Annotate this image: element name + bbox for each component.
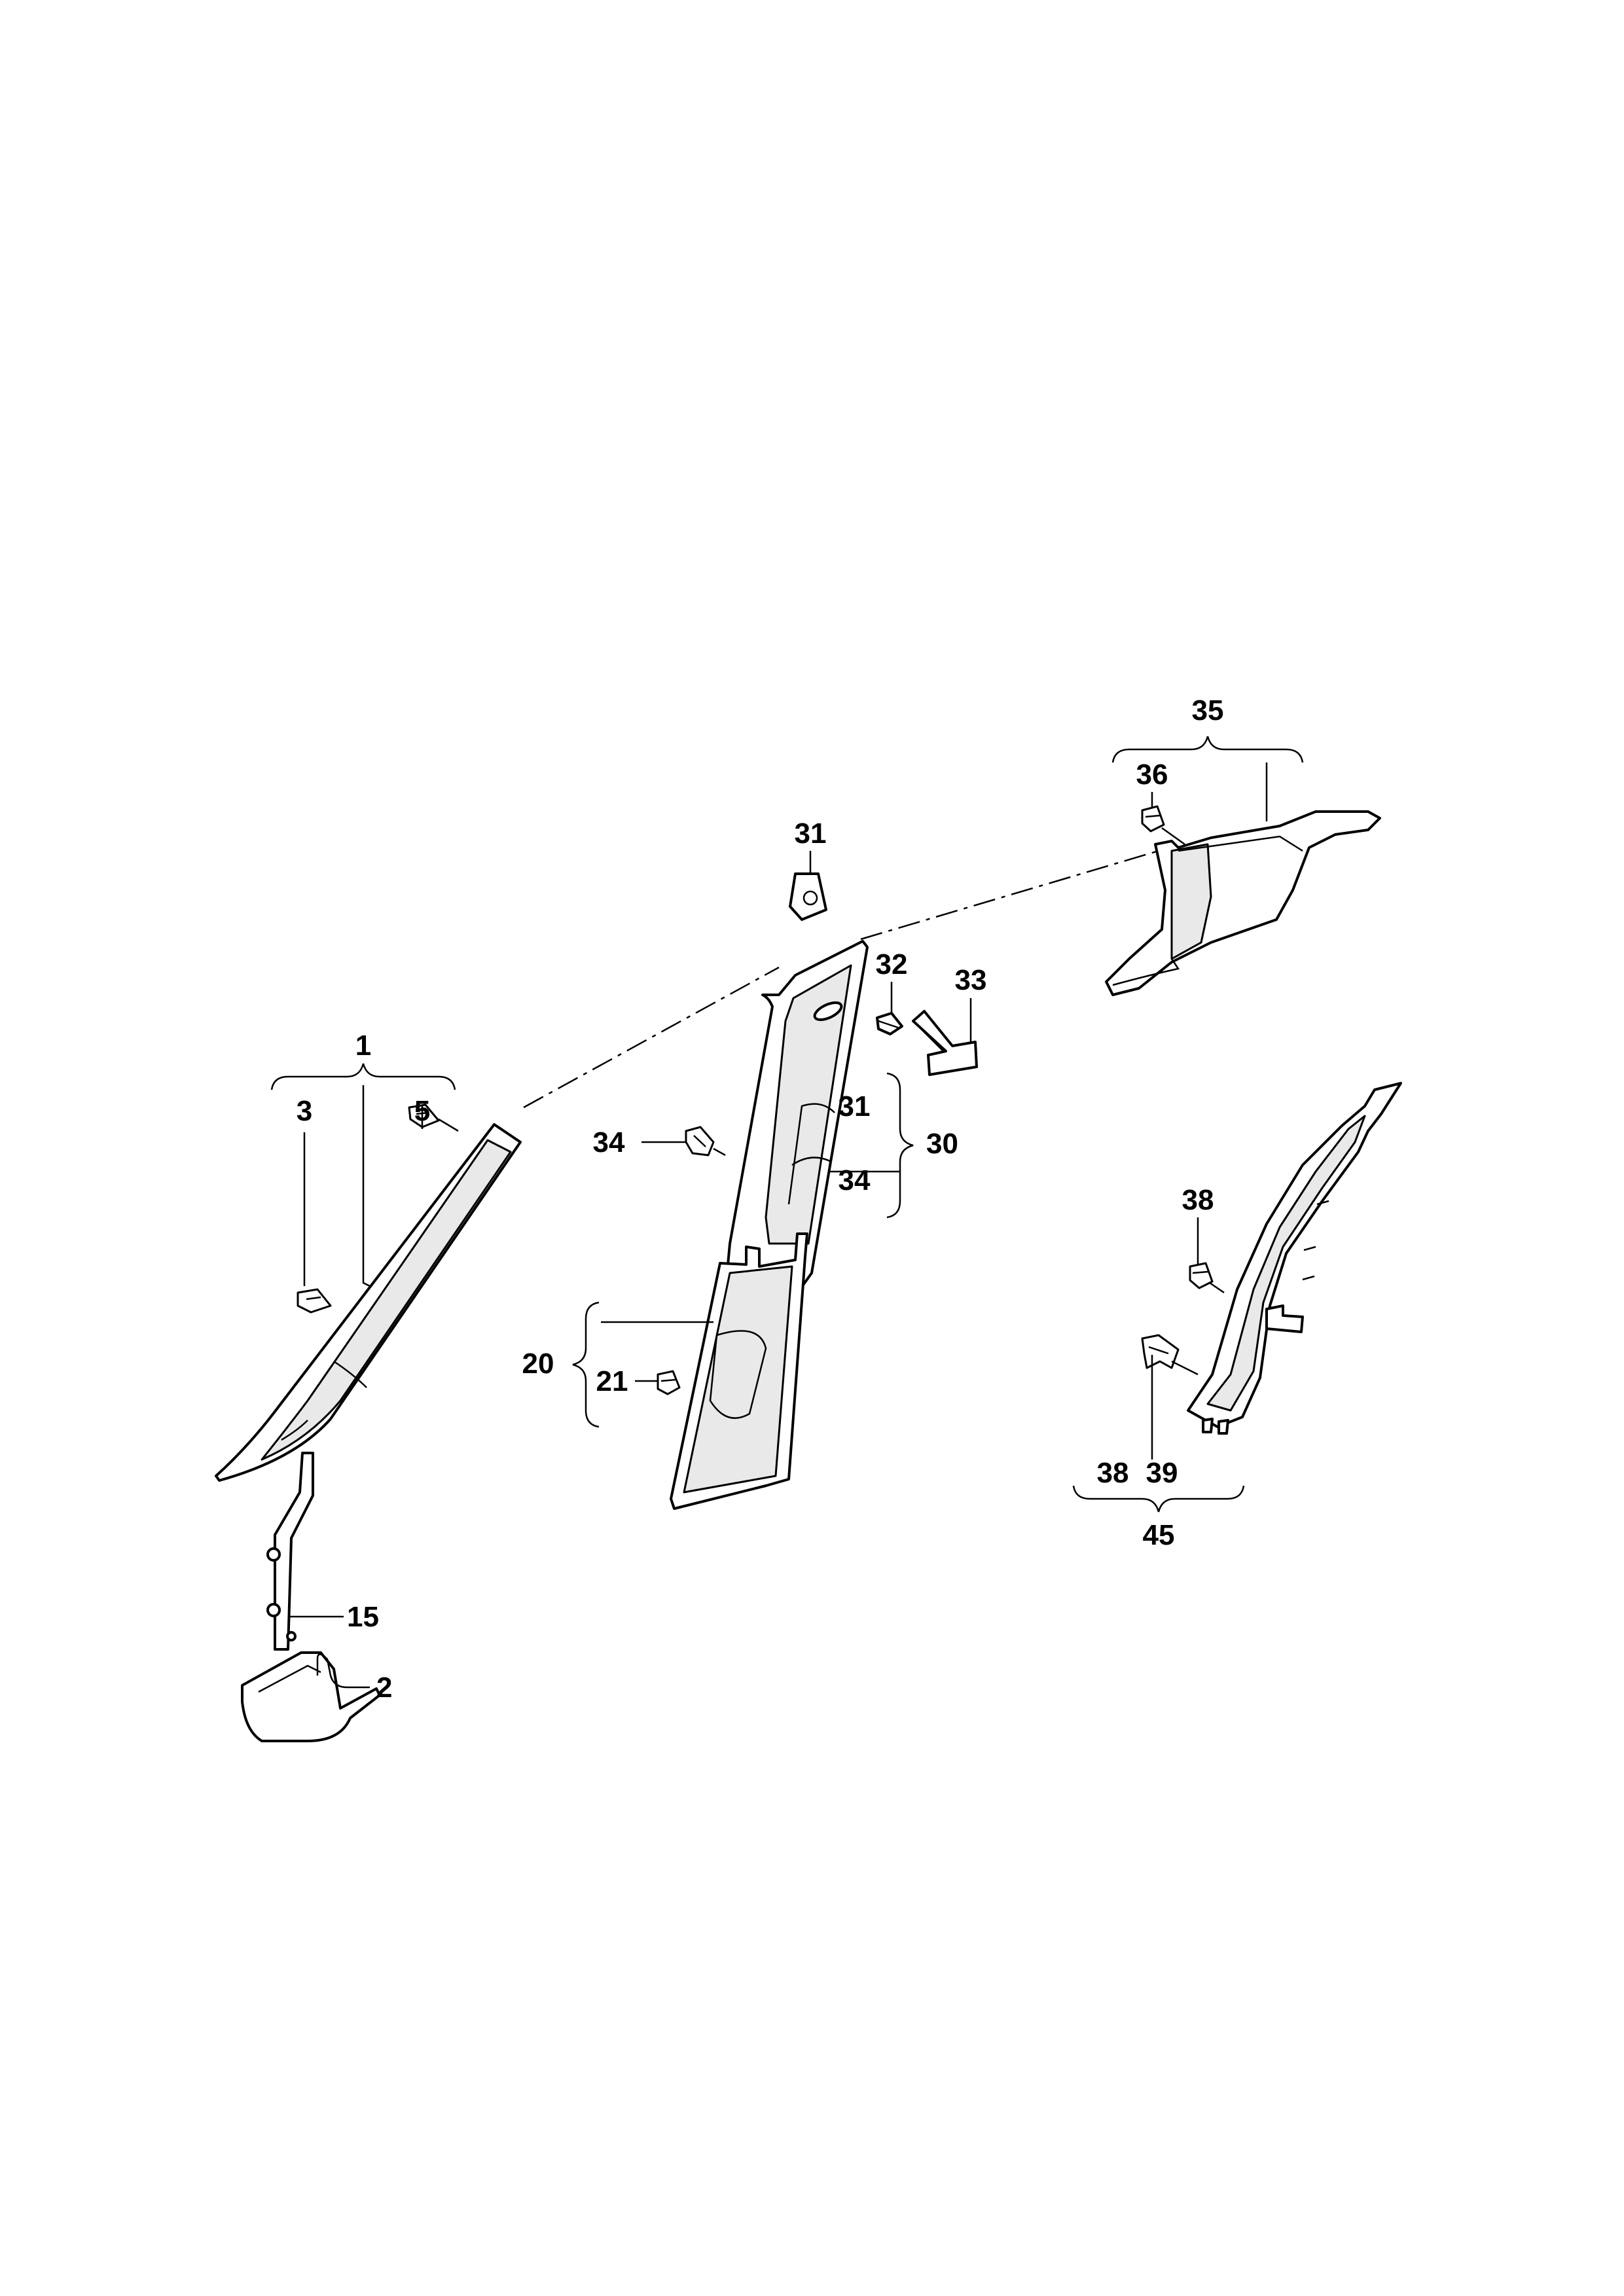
- callout-21: 21: [596, 1365, 628, 1397]
- alignment-line: [523, 850, 1159, 1109]
- callout-1: 1: [355, 1030, 371, 1062]
- clip-34: [685, 1126, 715, 1157]
- callout-38-bottom: 38: [1097, 1457, 1129, 1489]
- callout-34-left: 34: [593, 1126, 625, 1158]
- clip-33: [912, 1010, 978, 1076]
- callout-36: 36: [1136, 759, 1168, 791]
- callout-31-top: 31: [795, 817, 827, 850]
- lower-trim-2: [241, 1651, 381, 1742]
- callout-20: 20: [522, 1348, 554, 1380]
- callout-30: 30: [926, 1128, 958, 1160]
- callout-35: 35: [1192, 694, 1224, 726]
- clip-39: [1141, 1334, 1180, 1369]
- callout-3: 3: [297, 1095, 312, 1127]
- b-pillar-lower-trim-20: [670, 1232, 808, 1510]
- clip-36: [1141, 805, 1165, 833]
- screw-32: [876, 1012, 903, 1035]
- callout-34-right: 34: [839, 1164, 871, 1196]
- callout-39: 39: [1146, 1457, 1178, 1489]
- braces: [270, 736, 1304, 1513]
- leader-lines: [288, 762, 1268, 1689]
- callout-5: 5: [414, 1095, 430, 1127]
- callout-32: 32: [876, 948, 908, 980]
- callout-labels: 1 3 5 15 2 31 32 33 31 34 30 34 20 21 35…: [297, 694, 1224, 1704]
- d-pillar-trim-45: [1187, 1082, 1402, 1435]
- callout-33: 33: [955, 964, 987, 996]
- c-pillar-trim-35: [1105, 810, 1381, 996]
- clip-38: [1189, 1262, 1214, 1289]
- callout-2: 2: [376, 1672, 392, 1704]
- clip-3: [297, 1288, 332, 1314]
- callout-15: 15: [347, 1601, 379, 1633]
- callout-38-top: 38: [1182, 1184, 1214, 1216]
- bracket-15: [266, 1452, 314, 1651]
- nut-31: [789, 872, 827, 921]
- a-pillar-trim: [215, 1123, 522, 1482]
- callout-31-right: 31: [839, 1090, 871, 1122]
- callout-45: 45: [1143, 1519, 1175, 1551]
- clip-21: [657, 1370, 681, 1395]
